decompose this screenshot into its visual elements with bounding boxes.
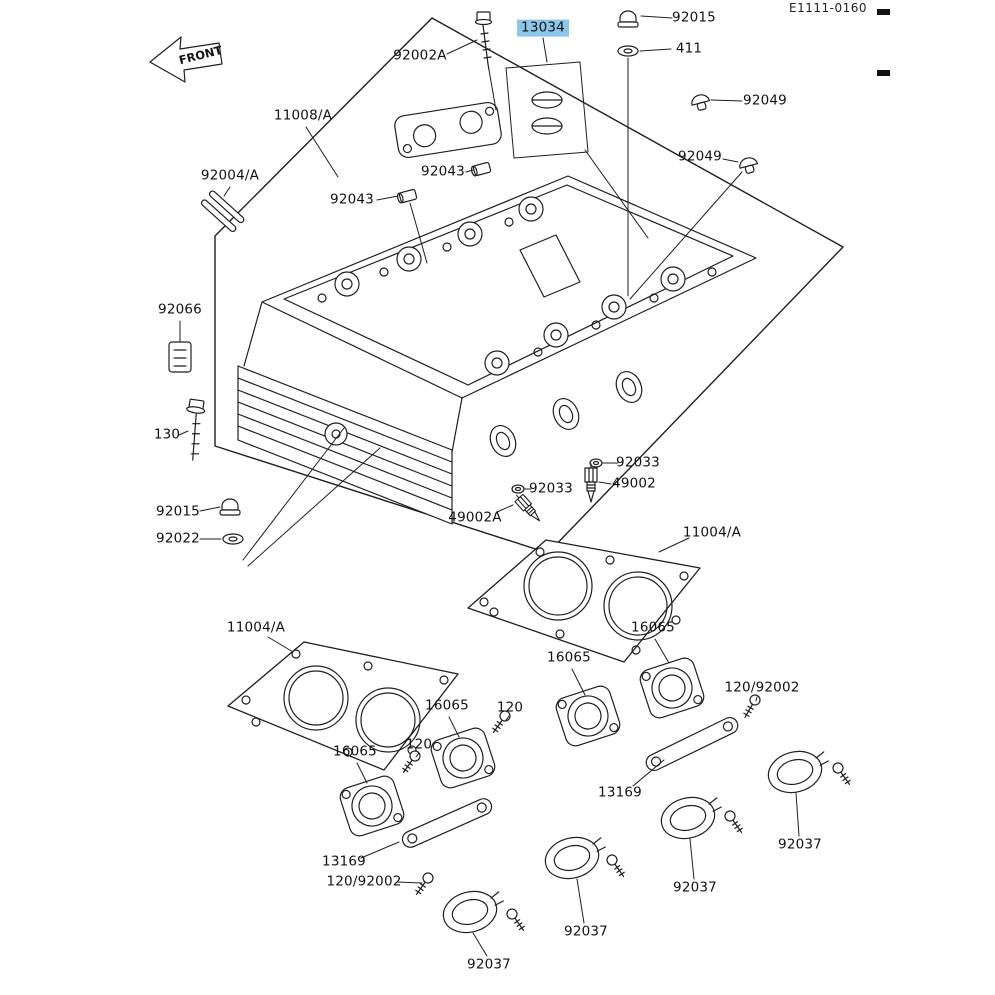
part-label-16065-3[interactable]: 16065 [425,697,469,714]
part-label-13169-1[interactable]: 13169 [598,784,642,801]
cylinder-head-drawing [237,175,757,525]
part-label-92037-2[interactable]: 92037 [673,879,717,896]
leader-lines [178,15,800,957]
holder-16065-4 [339,775,405,837]
part-label-92049-1[interactable]: 92049 [743,92,787,109]
assembly-outline [214,17,844,554]
part-label-13169-2[interactable]: 13169 [322,853,366,870]
holder-16065-1 [639,657,705,719]
print-artifacts [877,9,890,76]
part-label-16065-2[interactable]: 16065 [547,649,591,666]
nut-92015-top [617,10,639,28]
pin-92043-b [396,188,418,204]
part-label-120-1[interactable]: 120 [496,699,524,716]
part-label-13034-highlighted[interactable]: 13034 [517,19,569,37]
washer-92022 [222,533,244,545]
part-label-92043-1[interactable]: 92043 [421,163,465,180]
part-label-92037-3[interactable]: 92037 [564,923,608,940]
part-label-92043-2[interactable]: 92043 [330,191,374,208]
cap-92049-b [739,157,759,174]
clamp-92037-1 [767,750,829,794]
cam-cap-drawing [394,101,502,159]
ring-92033-a [589,458,603,468]
plate-13169-1 [645,716,739,772]
clamp-92037-4 [442,890,504,934]
ring-92033-b [511,484,525,494]
part-label-130[interactable]: 130 [153,426,181,443]
bearing-shells-13034 [505,61,589,159]
screws-group [402,694,851,931]
bolt-92002a [474,11,493,71]
sheet-code: E1111-0160 [789,1,867,15]
gasket-11004a-left [227,641,459,771]
part-label-120-2[interactable]: 120 [405,736,433,753]
part-label-11004a-left[interactable]: 11004/A [226,619,286,636]
clamp-92037-3 [544,836,606,880]
part-label-16065-1[interactable]: 16065 [631,619,675,636]
studs-92004a [200,190,245,233]
part-label-92002a[interactable]: 92002A [393,47,447,64]
part-label-120-92002-1[interactable]: 120/92002 [724,679,800,696]
spark-plug-49002 [584,463,598,503]
holder-16065-3 [430,727,496,789]
clamp-92037-2 [660,796,722,840]
front-arrow-icon: FRONT [149,36,224,83]
part-label-92037-4[interactable]: 92037 [467,956,511,973]
part-label-92033-2[interactable]: 92033 [529,480,573,497]
cap-92049-a [691,94,711,111]
bracket-92066 [168,341,192,373]
part-label-120-92002-2[interactable]: 120/92002 [326,873,402,890]
part-label-92015-top[interactable]: 92015 [672,9,716,26]
holder-16065-2 [555,685,621,747]
part-label-16065-4[interactable]: 16065 [333,743,377,760]
part-label-92049-2[interactable]: 92049 [678,148,722,165]
part-label-11008a[interactable]: 11008/A [273,107,333,124]
washer-411 [617,45,639,57]
part-label-11004a-right[interactable]: 11004/A [682,524,742,541]
part-label-49002[interactable]: 49002 [612,475,656,492]
part-label-92033-1[interactable]: 92033 [616,454,660,471]
pin-92043-a [470,161,492,177]
spark-plug-49002a [514,493,541,522]
nut-92015-lower [219,498,241,516]
part-label-92004a[interactable]: 92004/A [200,167,260,184]
part-label-92015-lower[interactable]: 92015 [156,503,200,520]
bolt-130 [186,398,206,461]
gasket-11004a-right [467,539,701,663]
part-label-411[interactable]: 411 [675,40,703,57]
part-label-49002a[interactable]: 49002A [448,509,502,526]
part-label-92022[interactable]: 92022 [156,530,200,547]
part-label-92066[interactable]: 92066 [158,301,202,318]
plate-13169-2 [401,798,493,848]
part-label-92037-1[interactable]: 92037 [778,836,822,853]
